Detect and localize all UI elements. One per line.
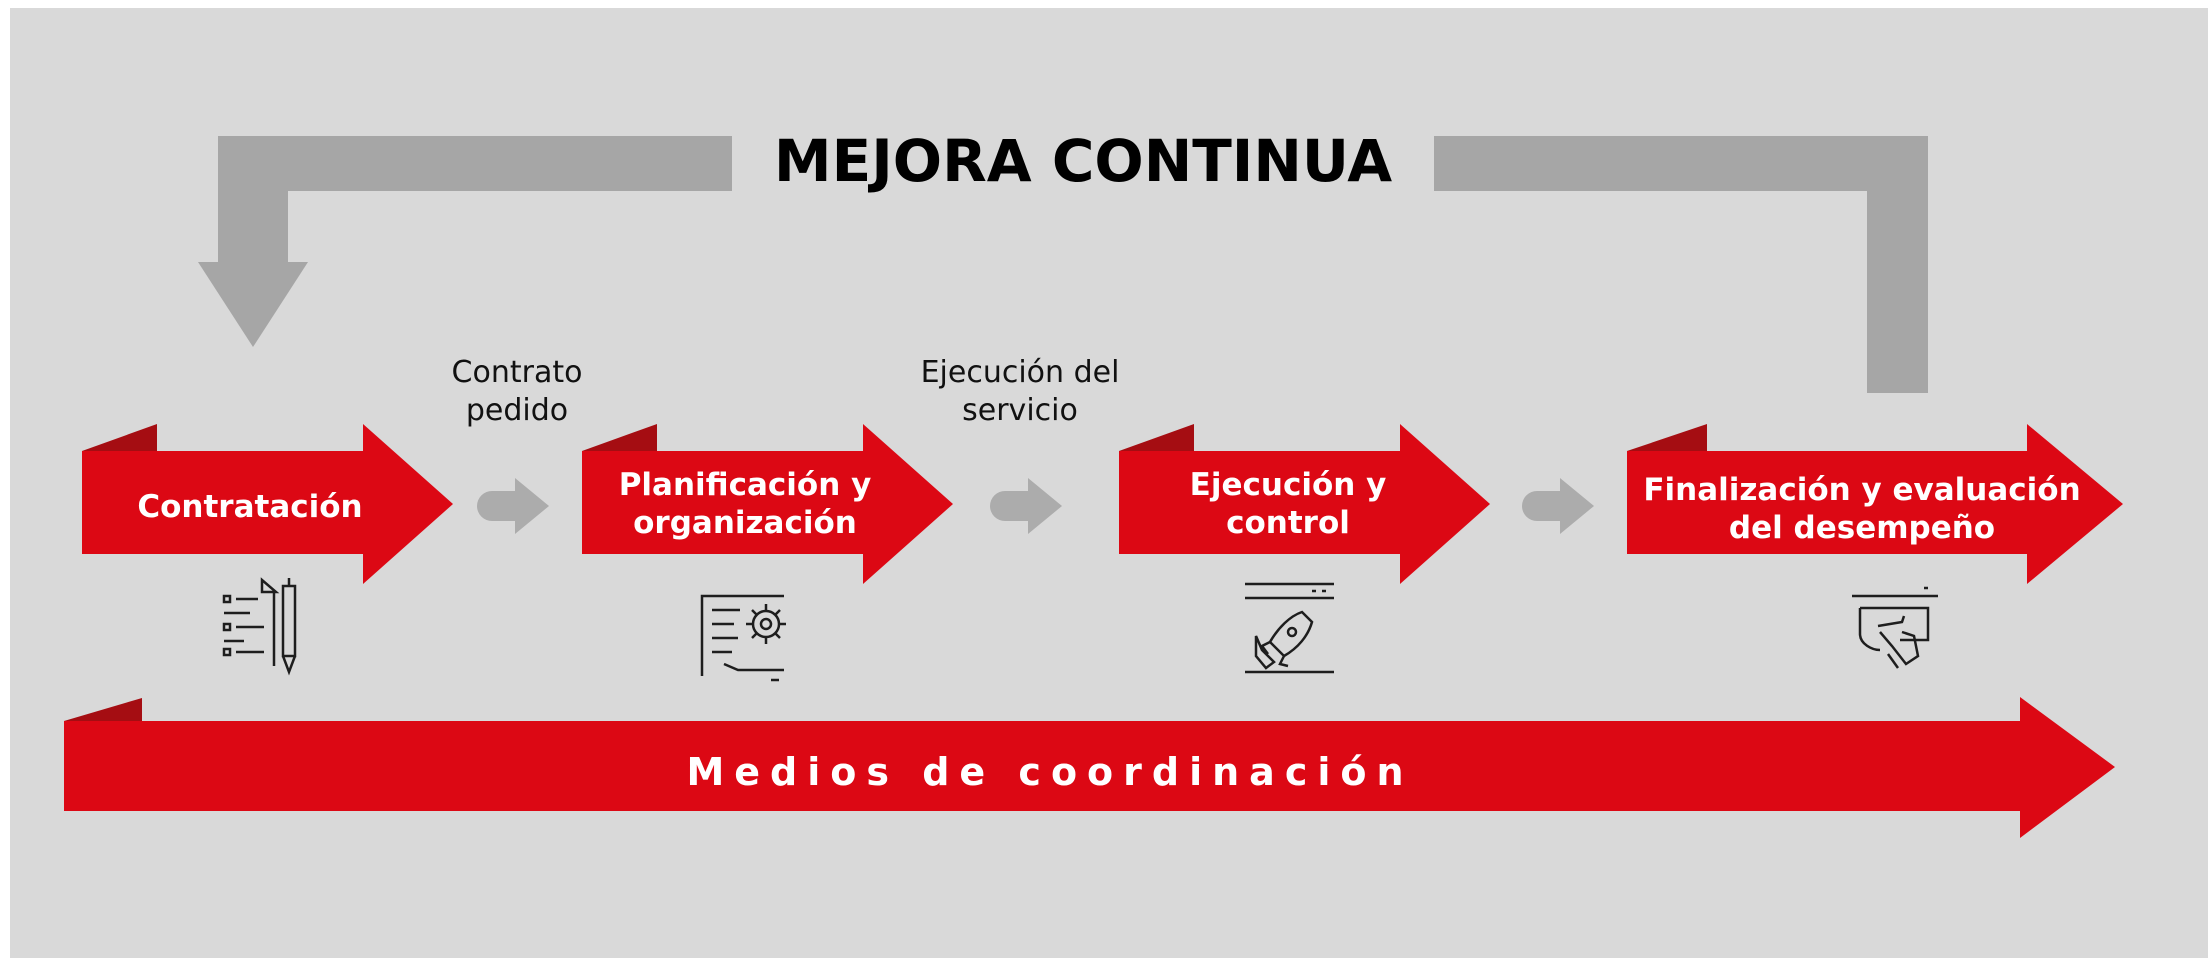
rocket-hand-icon [1245,582,1334,674]
connector-arrow-2 [990,478,1062,534]
connector-arrow-3 [1522,478,1594,534]
loop-top-left-bar [218,136,732,191]
stage-arrow-2 [582,424,953,584]
loop-top-right-bar [1434,136,1928,191]
hand-pointer-screen-icon [1852,586,1938,669]
stage-arrow-3 [1119,424,1490,584]
bottom-arrow [64,697,2115,838]
connector-arrow-1 [477,478,549,534]
document-gear-icon [700,594,786,682]
loop-left-vertical [218,136,288,264]
stage-arrow-1 [82,424,453,584]
stage-label-ejecucion-control: Ejecución y control [1189,467,1387,541]
loop-down-arrowhead [198,262,308,347]
transition-label-ejecucion-servicio: Ejecución del servicio [920,355,1120,428]
diagram-title: MEJORA CONTINUA [773,127,1393,195]
loop-right-vertical [1867,136,1928,393]
improvement-loop [198,136,1928,393]
bottom-bar-label: Medios de coordinación [686,750,1414,794]
stage-label-planificacion: Planificación y organización [618,467,872,541]
checklist-pen-icon [222,577,297,676]
stage-arrow-4 [1627,424,2123,584]
transition-label-contrato-pedido: Contrato pedido [451,355,583,428]
stage-label-contratacion: Contratación [137,489,363,525]
stage-label-finalizacion: Finalización y evaluación del desempeño [1643,472,2081,546]
